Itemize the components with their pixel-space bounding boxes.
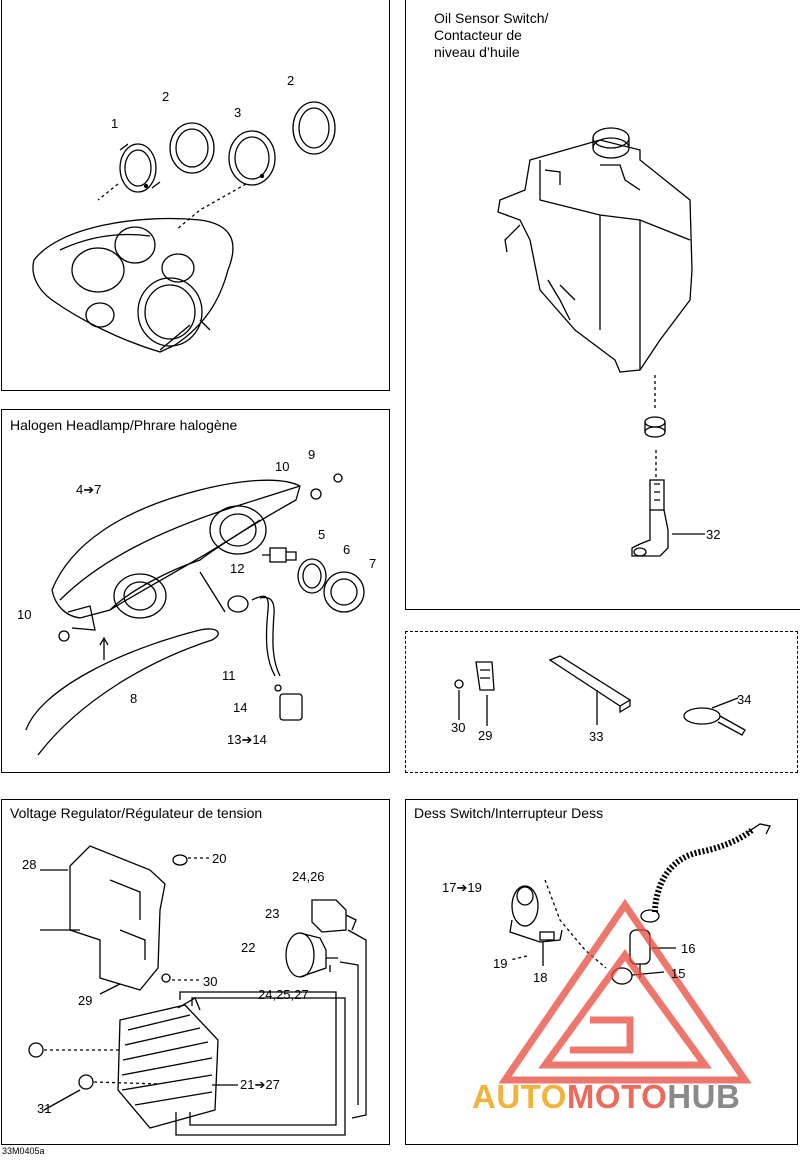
callout-16: 16 [681, 941, 696, 956]
regulator-unit [117, 997, 219, 1129]
callout-23: 23 [265, 906, 280, 921]
oil-sensor-title: Oil Sensor Switch/ Contacteur de niveau … [434, 10, 549, 60]
callout-30-reg: 30 [203, 974, 218, 989]
gauge-ring-2a [169, 122, 215, 174]
clip-29 [475, 661, 495, 726]
dess-nut-18 [539, 931, 555, 966]
oil-sensor-panel [405, 0, 800, 610]
callout-24-26: 24,26 [292, 869, 325, 884]
headlamp-housing [51, 479, 301, 631]
oil-tank [497, 127, 693, 373]
gauges-panel [1, 0, 390, 391]
callout-2b: 2 [287, 73, 295, 88]
callout-29-hw: 29 [478, 728, 493, 743]
watermark-triangle [498, 898, 752, 1084]
regulator-leader-29 [99, 983, 121, 995]
callout-2a: 2 [162, 89, 170, 104]
callout-4-7: 4➔7 [76, 482, 102, 497]
regulator-connector-22 [285, 932, 338, 978]
headlamp-nut-10a [310, 488, 322, 500]
regulator-harness [175, 929, 367, 1136]
callout-34: 34 [737, 692, 752, 707]
callout-21-27: 21➔27 [240, 1077, 280, 1092]
callout-11: 11 [222, 668, 236, 683]
callout-19-dess: 19 [493, 956, 508, 971]
headlamp-cap-7 [323, 571, 365, 613]
dess-panel [405, 799, 798, 1145]
callout-8: 8 [130, 691, 138, 706]
callout-10a: 10 [275, 459, 290, 474]
callout-28: 28 [22, 857, 37, 872]
callout-32: 32 [706, 527, 721, 542]
oil-level-sensor [631, 479, 669, 557]
dess-coil-cord [640, 823, 771, 923]
regulator-screw-20 [172, 854, 210, 866]
watermark-auto: AUTO [472, 1078, 567, 1115]
callout-30-hw: 30 [451, 720, 466, 735]
callout-3: 3 [234, 105, 242, 120]
regulator-bracket-28 [40, 845, 166, 991]
cable-tie-34 [683, 697, 746, 736]
callout-24-25-27: 24,25,27 [258, 987, 309, 1002]
hardware-panel [405, 631, 798, 773]
dess-title: Dess Switch/Interrupteur Dess [414, 805, 604, 821]
gauge-cluster-housing [32, 217, 234, 353]
headlamp-ring-6 [297, 558, 327, 594]
headlamp-nut-9 [333, 473, 343, 483]
callout-17-19: 17➔19 [442, 880, 482, 895]
headlamp-bulb-5 [262, 547, 297, 563]
regulator-screw-30 [161, 973, 200, 983]
headlamp-title: Halogen Headlamp/Phrare halogène [10, 417, 238, 433]
screw-30 [454, 679, 464, 720]
watermark-hub: HUB [667, 1078, 741, 1115]
headlamp-wire-11 [251, 595, 281, 677]
callout-33: 33 [589, 729, 604, 744]
dess-leader-lines [509, 879, 607, 969]
callout-6: 6 [343, 542, 351, 557]
headlamp-cover-8 [25, 628, 219, 756]
callout-5: 5 [318, 527, 326, 542]
callout-15: 15 [671, 966, 686, 981]
callout-31: 31 [37, 1101, 52, 1116]
callout-9: 9 [308, 447, 316, 462]
tape-33 [548, 655, 632, 725]
callout-20: 20 [212, 851, 227, 866]
regulator-bolts [28, 1042, 238, 1111]
callout-13-14: 13➔14 [227, 732, 267, 747]
headlamp-panel [1, 409, 390, 773]
callout-12: 12 [230, 561, 245, 576]
gauge-ring-2b [292, 101, 336, 155]
watermark-moto: MOTO [566, 1078, 668, 1115]
oil-leader-line [654, 375, 657, 478]
gauge-leader-lines [97, 183, 247, 231]
callout-10b: 10 [17, 607, 32, 622]
callout-22: 22 [241, 940, 256, 955]
callout-1: 1 [111, 116, 119, 131]
gauge-bezel-3 [228, 130, 276, 186]
callout-14: 14 [233, 700, 248, 715]
headlamp-socket-12 [227, 595, 249, 613]
regulator-panel [1, 799, 390, 1145]
callout-18: 18 [533, 970, 548, 985]
regulator-title: Voltage Regulator/Régulateur de tension [10, 805, 263, 821]
gauge-bezel-1 [119, 143, 161, 193]
headlamp-arrows [99, 571, 226, 660]
dess-switch-17-19 [509, 885, 563, 943]
regulator-connector-23 [311, 899, 357, 933]
headlamp-nut-10b [58, 630, 70, 642]
watermark-logo: AUTOMOTOHUB [472, 1078, 740, 1116]
callout-29-reg: 29 [78, 993, 93, 1008]
oil-grommet [644, 416, 666, 438]
image-code: 33M0405a [2, 1146, 45, 1156]
headlamp-plug-13-14 [274, 684, 303, 721]
callout-7: 7 [369, 556, 377, 571]
